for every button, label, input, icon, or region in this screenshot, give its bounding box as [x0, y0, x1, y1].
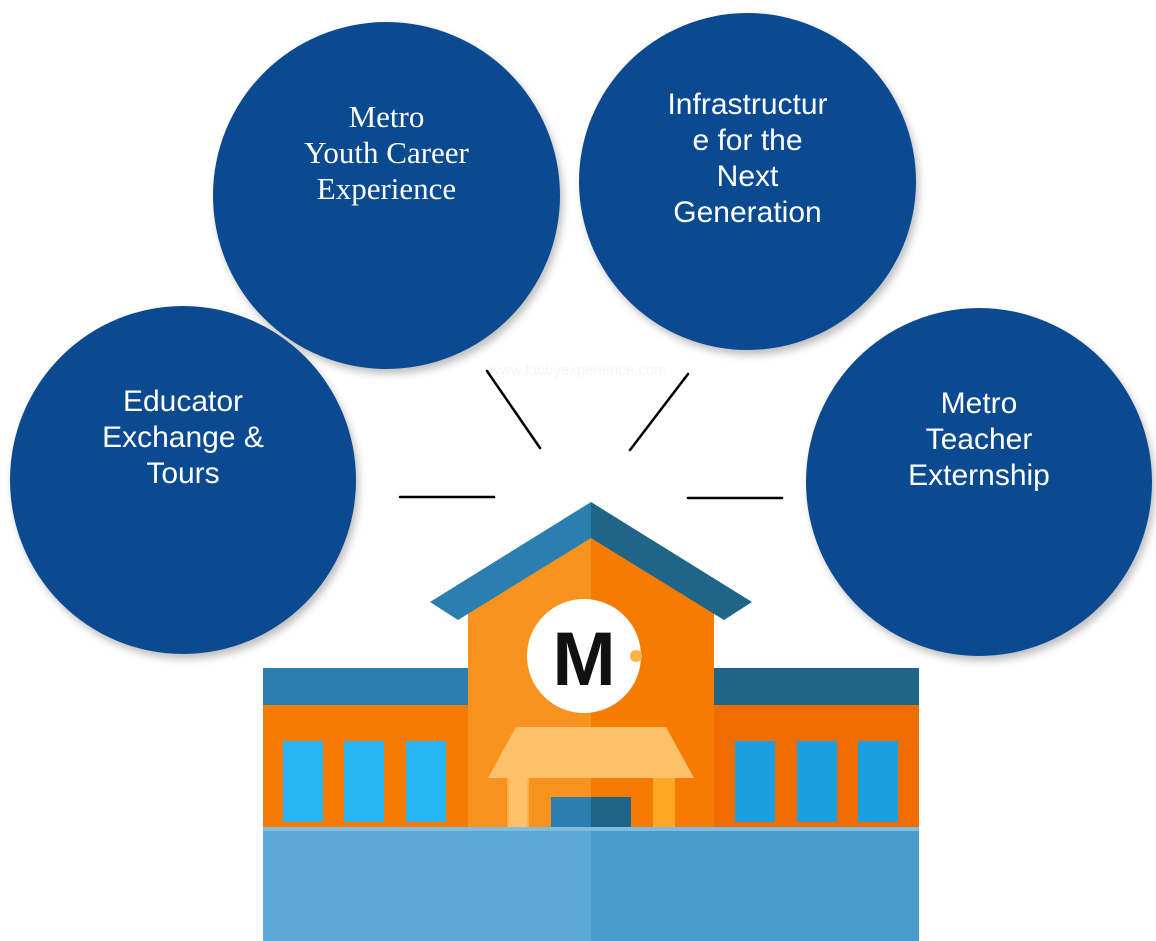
circle-youth-career-experience: Metro Youth Career Experience [213, 22, 560, 369]
window [283, 741, 323, 822]
circle-label: Infrastructur e for the Next Generation [667, 88, 828, 229]
door-left [551, 797, 591, 827]
portico-column [653, 778, 675, 827]
door-right [591, 797, 631, 827]
base-left [263, 827, 591, 941]
logo-medallion-accent [630, 650, 642, 662]
tower-roof-left [430, 502, 591, 620]
base-edge [263, 827, 919, 831]
circle-teacher-externship: Metro Teacher Externship [806, 308, 1152, 656]
portico-roof [488, 727, 694, 778]
circle-label: Educator Exchange & Tours [102, 384, 264, 490]
window [797, 741, 837, 822]
circle-infrastructure-next-generation: Infrastructur e for the Next Generation [579, 13, 916, 350]
window [406, 741, 446, 822]
left-wing-roof [263, 668, 468, 705]
connector-infra [628, 372, 690, 452]
tower-roof-right [591, 502, 752, 620]
circle-label: Metro Teacher Externship [908, 386, 1050, 492]
logo-medallion [527, 599, 641, 713]
circle-educator-exchange-tours: Educator Exchange & Tours [10, 306, 356, 654]
window [735, 741, 775, 822]
right-wing-roof [714, 668, 919, 705]
logo-letter: M [552, 617, 615, 702]
base-right [591, 827, 919, 941]
connector-youth [485, 369, 542, 450]
circle-label: Metro Youth Career Experience [304, 99, 469, 206]
connector-lines [398, 369, 784, 500]
window [344, 741, 384, 822]
window [858, 741, 898, 822]
watermark-text: www.lobbyexperience.com [489, 362, 667, 379]
portico-column-highlight [509, 778, 527, 827]
